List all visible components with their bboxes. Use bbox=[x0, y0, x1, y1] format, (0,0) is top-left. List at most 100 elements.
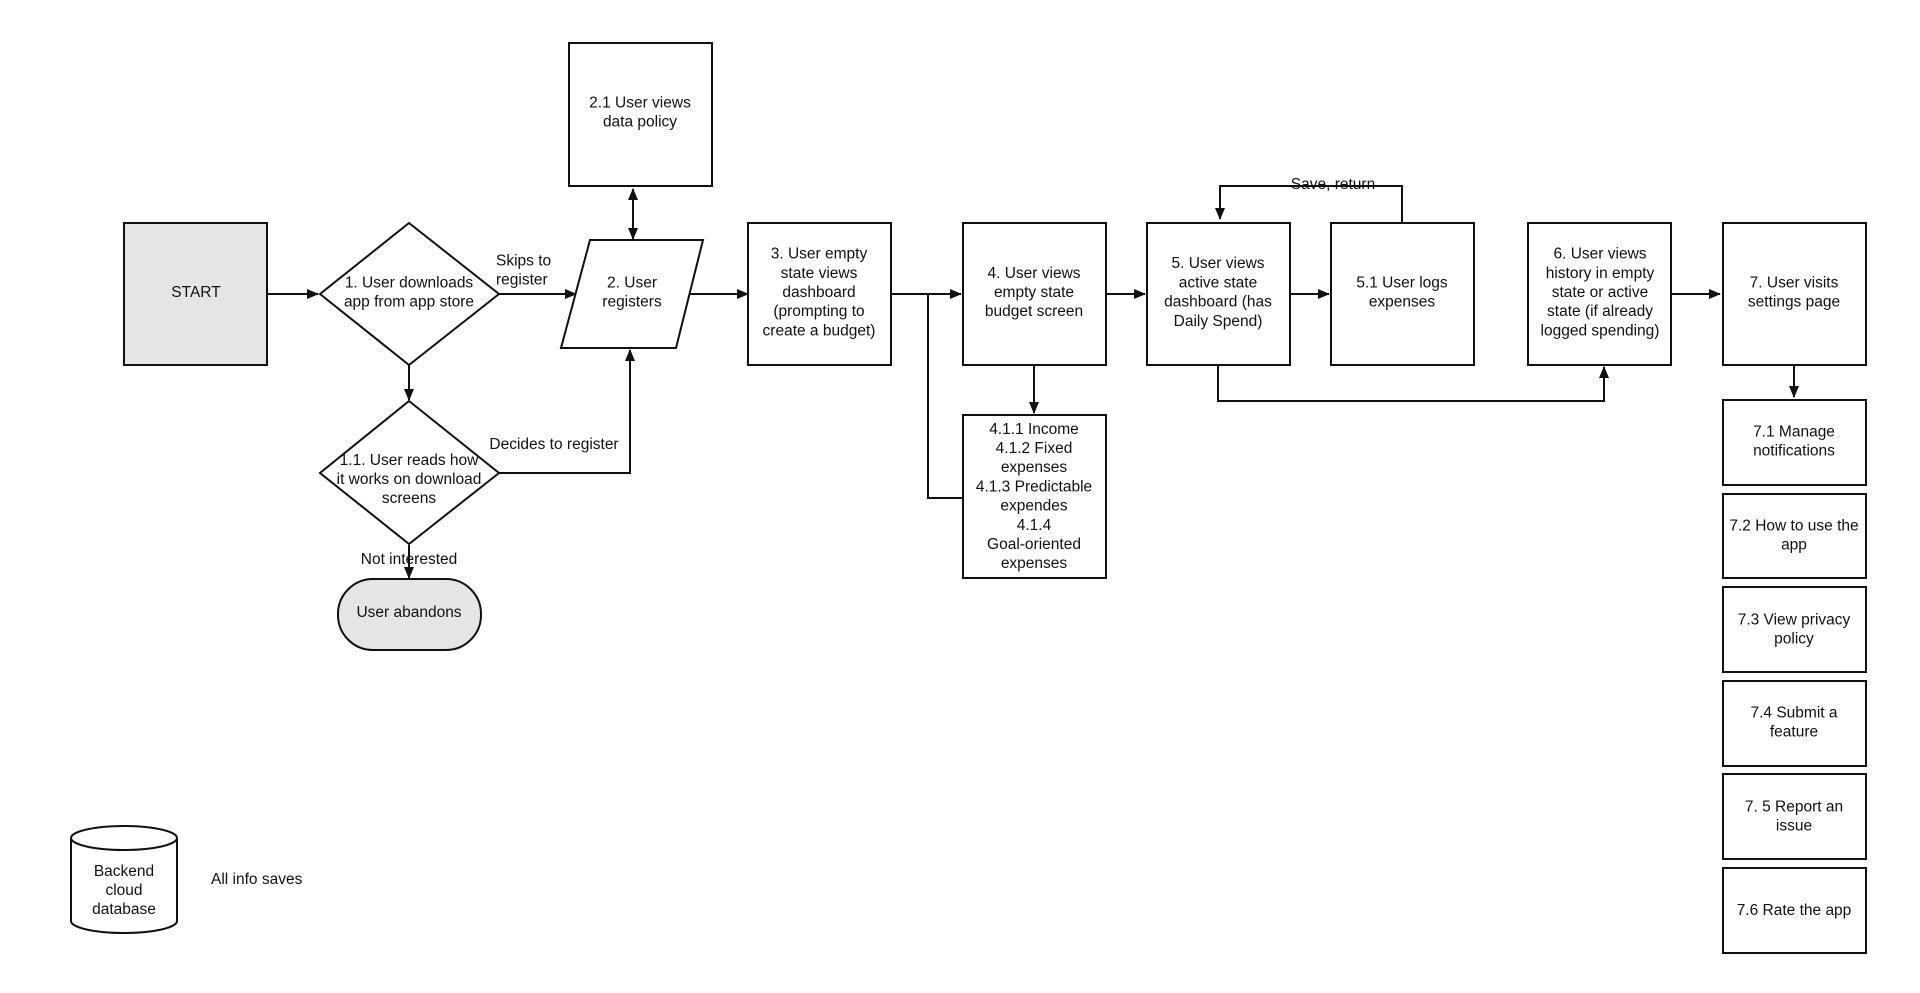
label-line: screens bbox=[382, 490, 437, 507]
label-line: it works on download bbox=[337, 471, 482, 488]
process-budget-screen bbox=[962, 222, 1107, 366]
label-line: expenses bbox=[1001, 459, 1068, 476]
label-line: cloud bbox=[105, 882, 142, 899]
label-line: 7.1 Manage bbox=[1753, 423, 1835, 440]
label-line: history in empty bbox=[1546, 265, 1655, 282]
label-line: 2.1 User views bbox=[589, 94, 691, 111]
label-line: logged spending) bbox=[1541, 322, 1660, 339]
notifications-label: 7.1 Manage notifications bbox=[1753, 423, 1835, 459]
settings-item-privacy bbox=[1722, 586, 1867, 673]
label-line: 6. User views bbox=[1553, 246, 1646, 263]
note-all-info-saves: All info saves bbox=[211, 871, 303, 888]
process-settings bbox=[1722, 222, 1867, 366]
label-line: 5. User views bbox=[1171, 255, 1264, 272]
label-line: budget screen bbox=[985, 303, 1083, 320]
download-label: 1. User downloads app from app store bbox=[344, 274, 474, 310]
edge-logs-save-return bbox=[1215, 185, 1403, 222]
label-line: 7. User visits bbox=[1750, 274, 1839, 291]
label-line: 7.4 Submit a bbox=[1750, 704, 1837, 721]
label-line: 4. User views bbox=[987, 265, 1080, 282]
label-line: active state bbox=[1179, 274, 1257, 291]
reads-how-label: 1.1. User reads how it works on download s… bbox=[337, 452, 482, 507]
label-line: expenses bbox=[1369, 294, 1436, 311]
label-line: feature bbox=[1770, 724, 1818, 741]
label-line: state or active bbox=[1552, 284, 1649, 301]
label-line: Goal-oriented bbox=[987, 536, 1081, 553]
process-data-policy bbox=[568, 42, 713, 187]
register-input bbox=[559, 239, 705, 349]
label-line: policy bbox=[1774, 631, 1814, 648]
shapes bbox=[70, 42, 1867, 954]
label-line: settings page bbox=[1748, 294, 1840, 311]
label-line: 7.2 How to use the bbox=[1729, 517, 1858, 534]
label-line: app bbox=[1781, 537, 1807, 554]
edge-dashboard-to-categories bbox=[927, 294, 963, 499]
label-line: expenses bbox=[1001, 555, 1068, 572]
edge-reads-to-register bbox=[499, 349, 635, 474]
label-line: database bbox=[92, 901, 156, 918]
settings-item-submit-feature bbox=[1722, 680, 1867, 767]
label-line: (prompting to bbox=[773, 303, 864, 320]
process-budget-categories bbox=[962, 414, 1107, 579]
label-line: Skips to bbox=[496, 252, 551, 269]
abandon-label: User abandons bbox=[356, 604, 461, 621]
label-line: create a budget) bbox=[763, 322, 876, 339]
label-line: data policy bbox=[603, 114, 677, 131]
settings-item-rate-app bbox=[1722, 867, 1867, 954]
label-line: 1. User downloads bbox=[345, 274, 474, 291]
edge-label-decides: Decides to register bbox=[489, 436, 618, 453]
label-line: Daily Spend) bbox=[1174, 313, 1263, 330]
label-line: issue bbox=[1776, 818, 1812, 835]
label-line: Save, return bbox=[1291, 176, 1375, 193]
label-line: state (if already bbox=[1547, 303, 1653, 320]
label-line: 4.1.2 Fixed bbox=[996, 440, 1073, 457]
label-line: 4.1.4 bbox=[1017, 517, 1052, 534]
label-line: register bbox=[496, 272, 548, 289]
label-line: All info saves bbox=[211, 871, 303, 888]
data-policy-label: 2.1 User views data policy bbox=[589, 94, 691, 130]
how-to-use-label: 7.2 How to use the app bbox=[1729, 517, 1858, 553]
settings-item-how-to-use bbox=[1722, 493, 1867, 579]
start-label: START bbox=[171, 284, 221, 301]
labels: START 1. User downloads app from app stor… bbox=[92, 94, 1859, 919]
rate-app-label: 7.6 Rate the app bbox=[1737, 902, 1852, 919]
label-line: 5.1 User logs bbox=[1356, 274, 1448, 291]
log-expenses-label: 5.1 User logs expenses bbox=[1356, 274, 1448, 310]
label-line: expendes bbox=[1000, 498, 1067, 515]
label-line: 7. 5 Report an bbox=[1745, 798, 1843, 815]
start-terminal bbox=[123, 222, 268, 366]
label-line: 3. User empty bbox=[771, 246, 868, 263]
database-cylinder bbox=[70, 825, 178, 934]
label-line: 4.1.1 Income bbox=[989, 421, 1079, 438]
process-log-expenses bbox=[1330, 222, 1475, 366]
database-label: Backend cloud database bbox=[92, 863, 156, 918]
label-line: notifications bbox=[1753, 443, 1835, 460]
settings-item-report-issue bbox=[1722, 773, 1867, 860]
label-line: 7.6 Rate the app bbox=[1737, 902, 1852, 919]
decision-reads-how bbox=[318, 399, 501, 546]
history-label: 6. User views history in empty state or ac… bbox=[1541, 246, 1660, 340]
process-history bbox=[1527, 222, 1672, 366]
connectors bbox=[268, 185, 1799, 579]
process-empty-dashboard bbox=[747, 222, 892, 366]
label-line: Not interested bbox=[361, 551, 458, 568]
label-line: 1.1. User reads how bbox=[340, 452, 480, 469]
edge-active-to-history bbox=[1217, 365, 1609, 402]
edge-label-skips: Skips to register bbox=[496, 252, 551, 288]
label-line: registers bbox=[602, 294, 662, 311]
label-line: Backend bbox=[94, 863, 154, 880]
label-line: state views bbox=[781, 265, 858, 282]
label-line: app from app store bbox=[344, 294, 474, 311]
label-line: dashboard (has bbox=[1164, 294, 1272, 311]
edge-label-save-return: Save, return bbox=[1291, 176, 1375, 193]
label-line: User abandons bbox=[356, 604, 461, 621]
label-line: Decides to register bbox=[489, 436, 618, 453]
label-line: 2. User bbox=[607, 274, 657, 291]
report-issue-label: 7. 5 Report an issue bbox=[1745, 798, 1843, 834]
decision-download bbox=[318, 221, 501, 367]
